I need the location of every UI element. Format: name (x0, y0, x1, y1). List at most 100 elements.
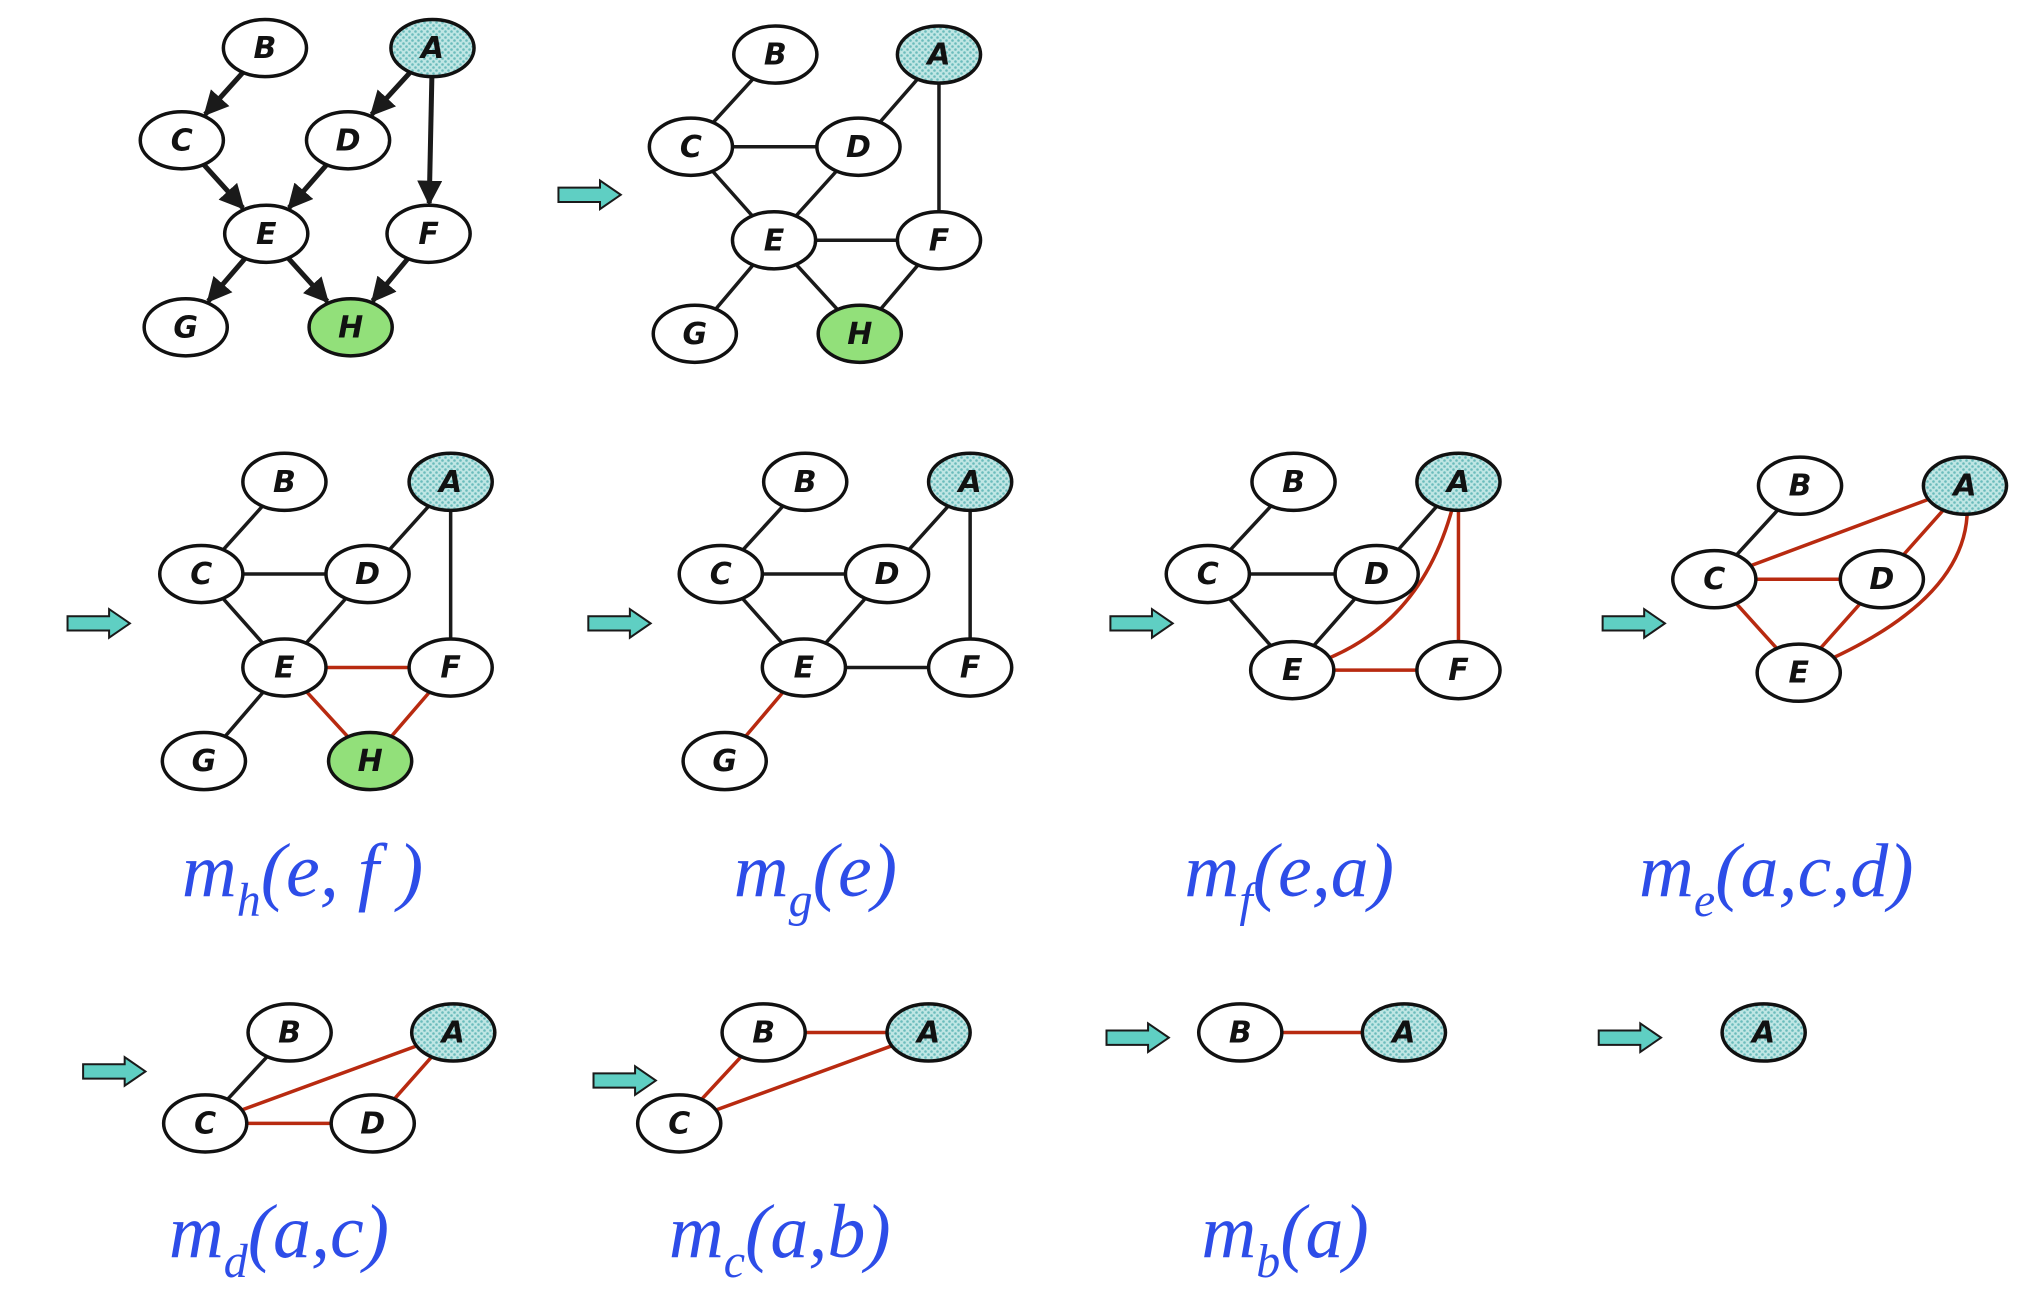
node-d: D (1333, 543, 1420, 605)
transition-arrow-icon (1109, 607, 1175, 640)
node-label: A (915, 1015, 940, 1050)
node-d-shape (1333, 543, 1420, 605)
node-a-shape (926, 451, 1014, 513)
node-a-shape (1921, 455, 2009, 517)
node-c: C (1670, 548, 1758, 610)
node-a: A (1415, 451, 1502, 513)
transition-arrow-icon (1105, 1021, 1171, 1054)
node-b-shape (1196, 1002, 1284, 1063)
node-label: A (419, 31, 444, 66)
node-label: G (712, 744, 737, 779)
node-a-shape (895, 24, 983, 85)
node-g: G (651, 303, 739, 365)
added-edge-C-A (204, 1030, 454, 1126)
node-e: E (730, 209, 818, 271)
node-label: B (273, 465, 296, 500)
message-args: (e,a) (1253, 829, 1394, 913)
node-e: E (222, 203, 310, 265)
node-label: B (1229, 1015, 1252, 1050)
node-g-shape (681, 730, 768, 792)
node-a: A (409, 1002, 497, 1063)
node-d: D (843, 543, 931, 605)
node-g: G (142, 296, 230, 358)
node-e: E (1755, 642, 1843, 704)
node-d: D (304, 109, 392, 171)
edge-B-C (203, 70, 245, 117)
node-e: E (1248, 639, 1336, 701)
message-subscript: c (724, 1235, 745, 1288)
node-e-shape (1755, 642, 1843, 704)
node-g-shape (142, 296, 230, 358)
node-label: E (764, 223, 785, 258)
node-label: F (418, 217, 439, 252)
node-label: B (278, 1015, 301, 1050)
node-e-shape (241, 637, 328, 698)
node-g: G (160, 730, 248, 792)
node-d-shape (1838, 548, 1926, 610)
node-label: B (794, 465, 817, 500)
panel-step-b: A Bmb(a) (1196, 1002, 1448, 1288)
node-a-shape (1720, 1002, 1807, 1063)
node-a: A (1360, 1002, 1448, 1063)
node-e-shape (760, 637, 848, 698)
message-formula: mc(a,b) (669, 1190, 891, 1288)
node-a: A (926, 451, 1014, 513)
node-f-shape (926, 637, 1014, 698)
message-args: (a) (1280, 1190, 1369, 1274)
node-c-shape (161, 1093, 249, 1154)
node-label: A (1445, 465, 1470, 500)
message-formula: md(a,c) (169, 1190, 389, 1288)
transition-arrow-icon (592, 1064, 658, 1097)
node-a-shape (407, 451, 494, 513)
node-a: A (895, 24, 983, 85)
node-d-shape (843, 543, 931, 605)
node-d: D (815, 116, 902, 178)
node-b: B (1250, 451, 1337, 513)
node-label: E (274, 651, 295, 686)
node-label: A (1750, 1015, 1775, 1050)
transition-arrow-icon (66, 607, 132, 640)
message-args: (e) (813, 829, 897, 913)
node-g-shape (160, 730, 248, 792)
node-a-shape (409, 1002, 497, 1063)
node-a-shape (389, 17, 476, 79)
node-c: C (647, 116, 735, 178)
node-a: A (407, 451, 494, 513)
node-e-shape (222, 203, 310, 265)
node-b-shape (246, 1002, 333, 1063)
node-f-shape (407, 637, 494, 698)
message-args: (a,b) (745, 1190, 891, 1274)
node-label: A (437, 465, 462, 500)
node-label: B (254, 31, 277, 66)
node-b-shape (732, 24, 819, 85)
node-a-shape (1415, 451, 1502, 513)
node-label: F (960, 651, 981, 686)
transition-arrows (66, 178, 1667, 1097)
node-label: A (440, 1015, 465, 1050)
node-label: G (683, 317, 708, 352)
node-c: C (161, 1093, 249, 1154)
node-label: H (358, 744, 383, 779)
node-c: C (1164, 543, 1252, 605)
node-c-shape (635, 1093, 723, 1154)
node-b: B (761, 451, 849, 513)
transition-arrow-icon (82, 1055, 148, 1088)
node-c: C (138, 109, 226, 171)
node-label: E (1788, 656, 1809, 691)
node-label: F (1448, 653, 1469, 688)
node-label: B (752, 1015, 775, 1050)
edge-A-F (417, 76, 443, 206)
node-c-shape (677, 543, 765, 605)
node-g-shape (651, 303, 739, 365)
node-label: D (1364, 557, 1389, 592)
node-h: H (326, 730, 414, 792)
message-formula: mb(a) (1201, 1190, 1369, 1288)
